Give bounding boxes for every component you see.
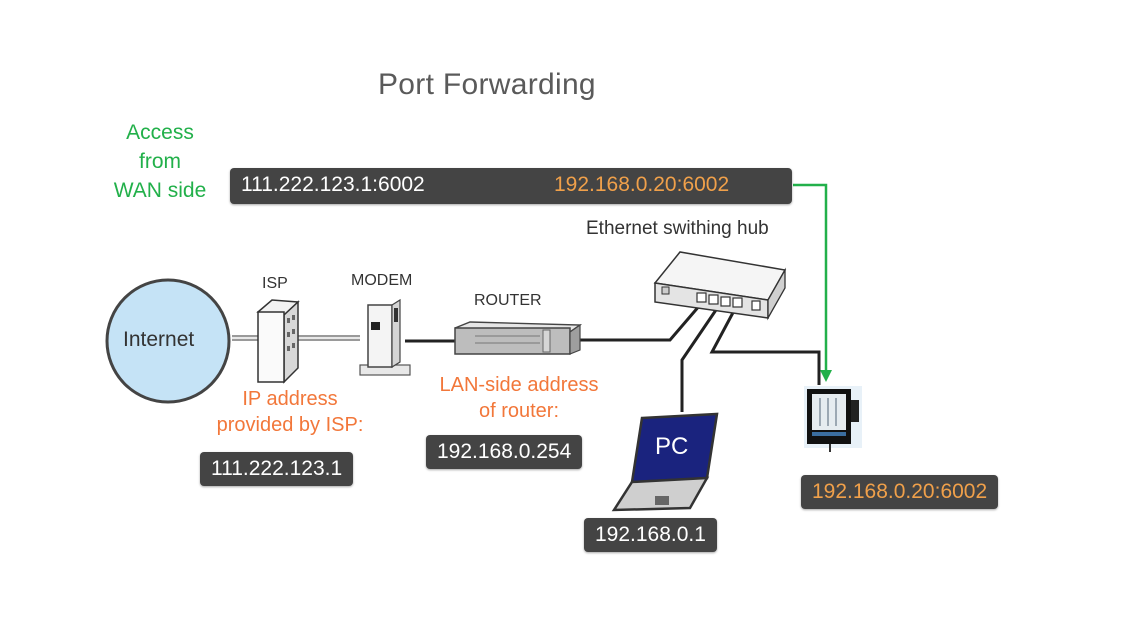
hub-label: Ethernet swithing hub [586,218,769,239]
router-ip-badge: 192.168.0.254 [426,435,583,469]
caption-line: provided by ISP: [216,414,364,436]
power-meter-icon [804,386,862,452]
wan-label-line: WAN side [113,179,207,202]
isp-label: ISP [262,275,288,292]
internet-cloud [105,278,231,404]
router-icon [454,321,583,355]
router-hub-cable [578,304,702,342]
pc-ip-badge: 192.168.0.1 [584,518,717,552]
caption-line: IP address [242,388,338,410]
router-label: ROUTER [474,292,542,309]
wan-access-label: Access from WAN side [98,118,222,205]
wan-label-line: Access [126,121,194,144]
pc-screen-label: PC [655,433,689,460]
isp-server-icon [256,299,300,384]
hub-device-cable [709,306,821,385]
wan-label-line: from [139,150,181,173]
hub-pc-cable [680,306,720,412]
internet-label: Internet [123,328,195,351]
modem-icon [359,298,411,376]
router-ip-caption: LAN-side address of router: [414,372,624,424]
isp-ip-badge: 111.222.123.1 [200,452,354,486]
laptop-icon [611,412,719,512]
device-ip-badge: 192.168.0.20:6002 [801,475,999,509]
lan-endpoint: 192.168.0.20:6002 [554,173,730,196]
forward-path-arrowhead [820,370,832,382]
ethernet-hub-icon [653,251,787,321]
modem-label: MODEM [351,272,413,289]
caption-line: LAN-side address [439,374,599,396]
forward-path [793,183,828,372]
caption-line: of router: [478,400,560,422]
wan-endpoint: 111.222.123.1:6002 [241,173,425,196]
isp-ip-caption: IP address provided by ISP: [190,386,390,438]
forwarding-rule-bar: 111.222.123.1:6002 192.168.0.20:6002 [230,168,792,204]
page-title: Port Forwarding [378,68,596,101]
